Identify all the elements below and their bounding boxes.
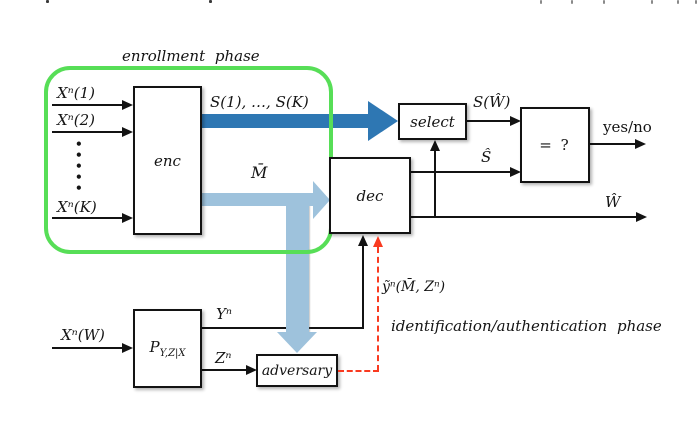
xk-arrowhead — [122, 213, 133, 223]
text-fragment — [540, 0, 542, 4]
x2-arrow-line — [52, 131, 123, 133]
yes-no-label: yes/no — [603, 118, 652, 136]
text-fragment — [209, 0, 212, 3]
yes-no-arrowhead — [635, 139, 646, 149]
y-line-horizontal — [202, 327, 364, 329]
select-block: select — [398, 103, 467, 140]
enc-label: enc — [154, 151, 181, 170]
identification-phase-label: identification/authentication phase — [391, 317, 662, 335]
xk-label: Xⁿ(K) — [57, 198, 97, 216]
enrollment-phase-label: enrollment phase — [122, 47, 260, 65]
z-label: Zⁿ — [215, 349, 232, 367]
select-output-arrowhead — [510, 116, 521, 126]
s-hat-line — [411, 171, 511, 173]
select-label: select — [410, 112, 455, 131]
dec-label: dec — [356, 186, 384, 205]
adversary-link-horizontal — [338, 370, 379, 372]
channel-label: PY,Z|X — [149, 338, 186, 359]
vertical-ellipsis: • • • • • — [75, 137, 83, 195]
xw-arrowhead — [122, 343, 133, 353]
helper-data-arrow-shaft — [202, 193, 313, 206]
adversary-block: adversary — [256, 354, 338, 387]
z-arrow-line — [202, 369, 247, 371]
helper-to-adversary-arrow-head — [277, 332, 317, 353]
select-output-line — [467, 120, 511, 122]
w-hat-label: Ŵ — [605, 193, 621, 211]
text-fragment — [603, 0, 605, 4]
x1-label: Xⁿ(1) — [57, 84, 96, 102]
helper-data-arrow-head — [313, 181, 330, 219]
enc-block: enc — [133, 86, 202, 235]
helper-to-adversary-arrow-shaft — [286, 196, 309, 333]
comparator-block: = ? — [520, 107, 590, 183]
helper-data-label: M̄ — [251, 163, 268, 182]
channel-block: PY,Z|X — [133, 309, 202, 388]
z-arrowhead — [246, 365, 257, 375]
adversary-link-arrowhead — [373, 236, 383, 247]
x1-arrow-line — [52, 104, 123, 106]
secret-keys-label: S(1), …, S(K) — [210, 93, 309, 111]
w-hat-line — [411, 216, 637, 218]
x2-arrowhead — [122, 127, 133, 137]
text-fragment — [651, 0, 653, 4]
xw-arrow-line — [52, 347, 123, 349]
xw-label: Xⁿ(W) — [61, 326, 105, 344]
adversary-label: adversary — [261, 362, 333, 379]
x2-label: Xⁿ(2) — [57, 111, 96, 129]
s-hat-w-label: S(Ŵ) — [473, 93, 511, 111]
text-fragment — [46, 0, 49, 3]
s-hat-arrowhead — [510, 167, 521, 177]
w-hat-arrowhead — [636, 212, 647, 222]
text-fragment — [571, 0, 573, 4]
select-input-arrowhead — [430, 140, 440, 151]
text-fragment — [677, 0, 679, 4]
y-tilde-label: ỹⁿ(M̄, Zⁿ) — [382, 279, 446, 295]
s-hat-label: Ŝ — [481, 148, 492, 166]
comparator-label: = ? — [539, 136, 571, 154]
xk-arrow-line — [52, 217, 123, 219]
dec-block: dec — [329, 157, 411, 234]
adversary-link-vertical — [377, 247, 379, 371]
select-input-riser — [434, 150, 436, 218]
y-label: Yⁿ — [216, 305, 232, 323]
y-line-riser — [362, 245, 364, 329]
secret-keys-arrow-head — [368, 101, 398, 141]
text-fragment — [695, 0, 697, 4]
secret-keys-arrow-shaft — [202, 114, 368, 128]
x1-arrowhead — [122, 100, 133, 110]
yes-no-line — [590, 143, 636, 145]
y-arrowhead — [358, 235, 368, 246]
